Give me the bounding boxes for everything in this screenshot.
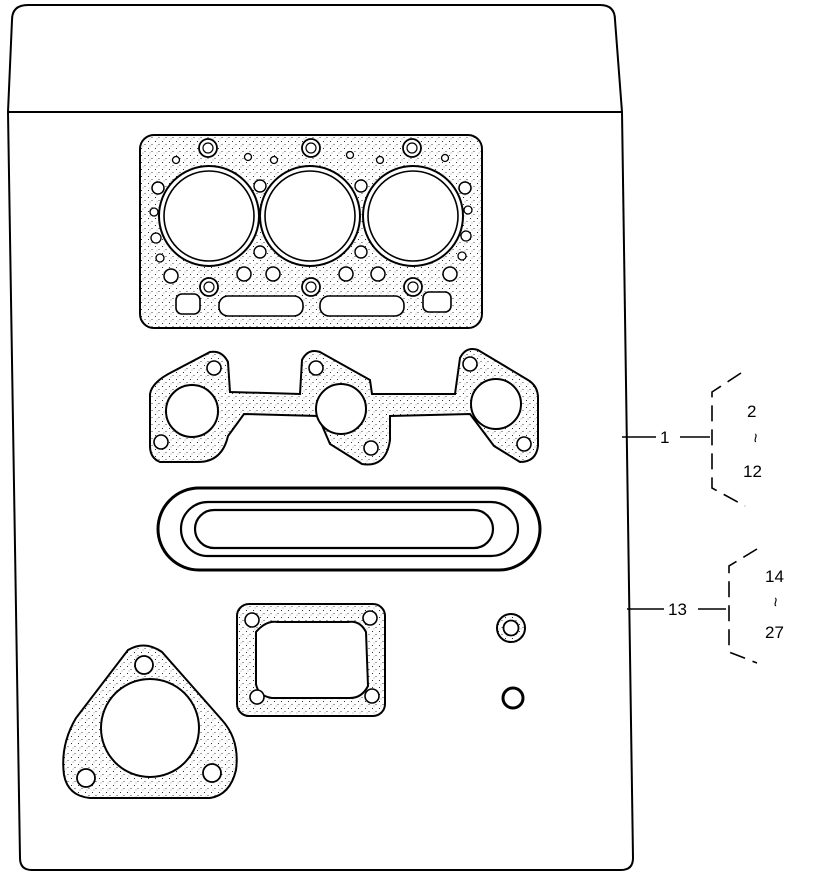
callout-kit-b: 13 14 ~ 27: [627, 548, 785, 664]
range-end-label: 27: [765, 623, 784, 642]
range-start-label: 14: [765, 567, 784, 586]
cylinder-head-gasket: [139, 134, 483, 329]
range-bracket: [728, 548, 758, 664]
flange-gasket: [236, 603, 386, 717]
range-tilde-label: ~: [746, 433, 765, 443]
washer-small: [496, 613, 526, 643]
o-ring-small: [501, 686, 525, 710]
part-number-label: 13: [668, 600, 687, 619]
range-bracket: [711, 372, 746, 507]
range-start-label: 2: [747, 402, 756, 421]
part-number-label: 1: [660, 428, 669, 447]
range-end-label: 12: [743, 462, 762, 481]
rocker-cover-gasket: [156, 486, 542, 572]
callout-kit-a: 1 2 ~ 12: [622, 372, 765, 507]
exhaust-flange-gasket: [62, 644, 238, 799]
intake-manifold-gasket: [149, 348, 539, 466]
range-tilde-label: ~: [766, 597, 785, 607]
